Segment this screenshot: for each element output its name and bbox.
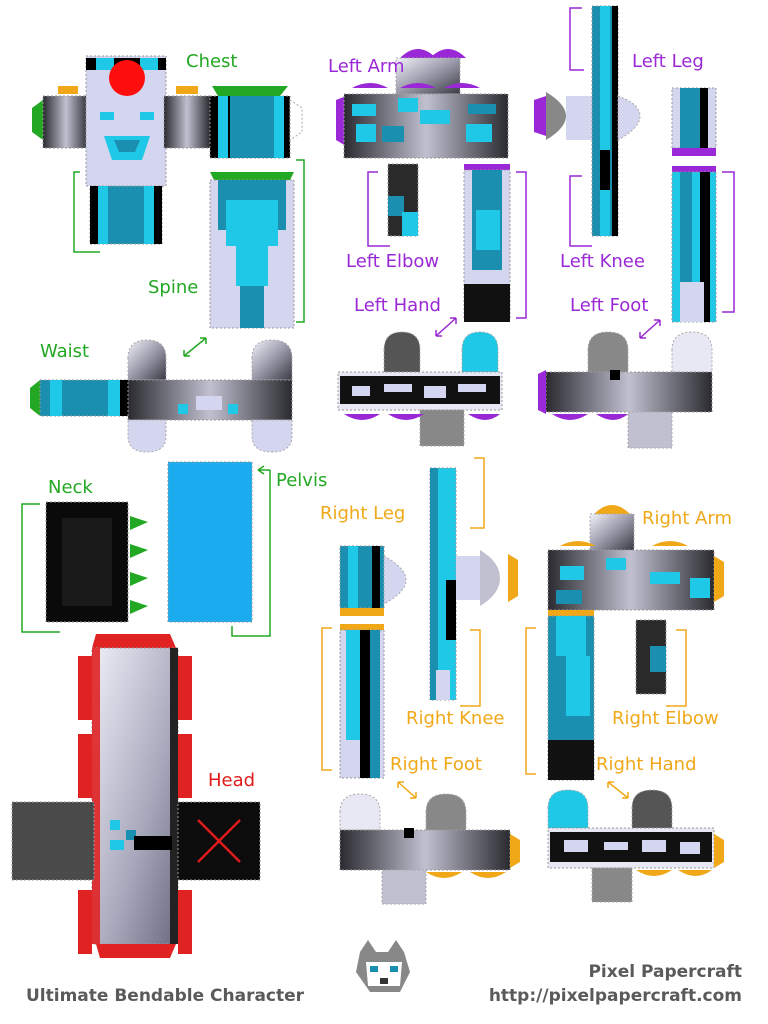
wolf-face-icon (356, 940, 410, 992)
label-right-foot: Right Foot (390, 754, 482, 775)
red-x-icon (197, 819, 241, 863)
label-left-leg: Left Leg (632, 51, 704, 72)
label-head: Head (208, 770, 256, 791)
pelvis-part (167, 461, 271, 637)
label-waist: Waist (40, 341, 90, 362)
right-foot-part (339, 781, 520, 905)
left-foot-part (538, 319, 713, 449)
left-arm-part (336, 49, 527, 322)
label-left-elbow: Left Elbow (346, 251, 440, 272)
label-right-leg: Right Leg (320, 503, 406, 524)
label-right-knee: Right Knee (406, 708, 505, 729)
brand-url[interactable]: http://pixelpapercraft.com (488, 986, 742, 1006)
label-chest: Chest (186, 51, 238, 72)
label-spine: Spine (148, 277, 199, 298)
left-leg-part (534, 5, 735, 323)
waist-part (30, 337, 293, 453)
label-left-foot: Left Foot (570, 295, 649, 316)
label-left-knee: Left Knee (560, 251, 645, 272)
label-pelvis: Pelvis (276, 470, 328, 491)
label-right-elbow: Right Elbow (612, 708, 719, 729)
label-left-hand: Left Hand (354, 295, 441, 316)
label-right-arm: Right Arm (642, 508, 733, 529)
neck-part (21, 501, 148, 633)
label-left-arm: Left Arm (328, 56, 405, 77)
right-arm-part (525, 505, 724, 781)
spine-part (209, 159, 305, 329)
head-part (11, 634, 261, 958)
label-neck: Neck (48, 477, 93, 498)
label-right-hand: Right Hand (596, 754, 697, 775)
brand-name: Pixel Papercraft (588, 962, 742, 982)
right-hand-part (547, 781, 724, 903)
right-leg-part (321, 457, 518, 779)
chest-part (32, 55, 303, 253)
sheet-title: Ultimate Bendable Character (26, 986, 305, 1006)
left-hand-part (337, 317, 503, 447)
